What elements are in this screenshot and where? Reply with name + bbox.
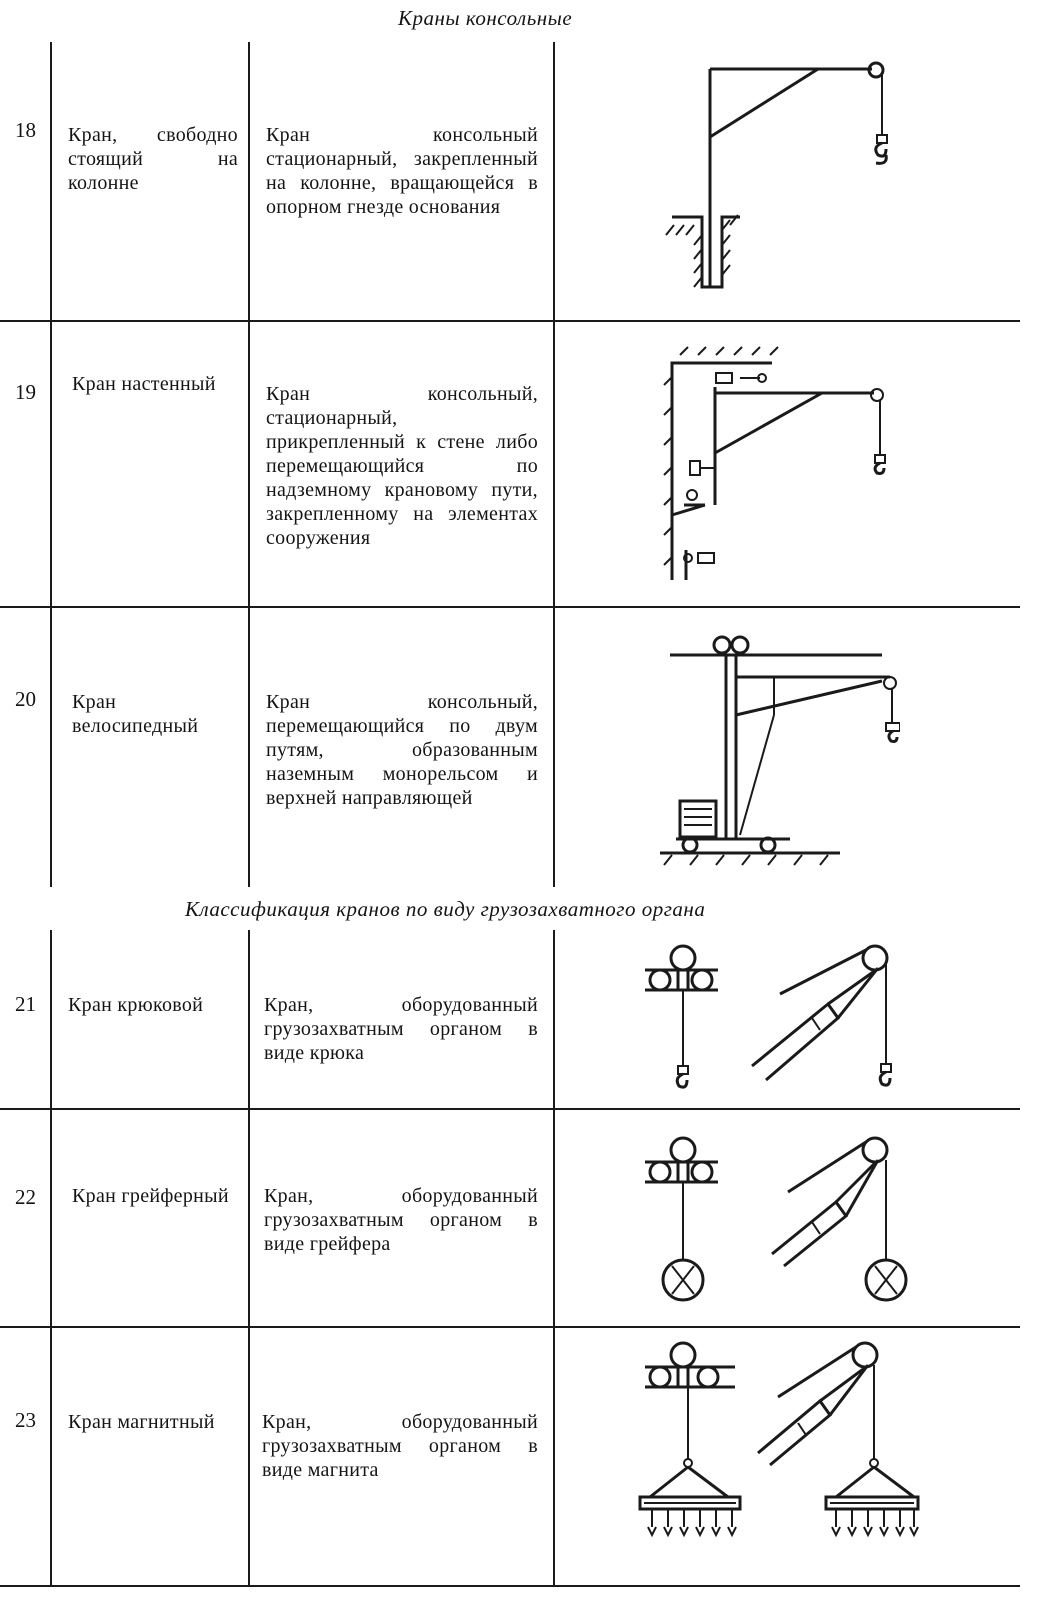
wall-crane-icon [650,345,900,590]
table-divider [553,930,555,1585]
crane-name: Кран грейферный [72,1185,229,1207]
crane-description: Кран, оборудованный грузозахватным орган… [264,994,538,1064]
crane-description: Кран консольный, стационарный, прикрепле… [266,383,538,549]
row-separator [0,1326,1020,1328]
grab-crane-icon [640,1130,910,1310]
section-title-grab-classification: Классификация кранов по виду грузозахват… [185,897,706,921]
crane-description: Кран консольный стационарный, закрепленн… [266,124,538,218]
row-number: 21 [15,992,36,1016]
crane-description: Кран, оборудованный грузозахватным орган… [262,1411,538,1481]
hook-crane-icon [640,938,910,1103]
table-divider [553,42,555,887]
table-divider [248,42,250,887]
table-divider [50,930,52,1585]
row-separator [0,320,1020,322]
crane-name: Кран, свободно стоящий на колонне [68,124,238,194]
crane-name: Кран велосипедный [72,691,199,737]
crane-description: Кран консольный, перемещающийся по двум … [266,691,538,809]
table-divider [50,42,52,887]
row-separator [0,1108,1020,1110]
crane-name: Кран настенный [72,373,216,395]
section-title-console: Краны консольные [398,6,573,30]
column-crane-icon [660,55,910,300]
row-number: 20 [15,687,36,711]
magnet-crane-icon [630,1335,920,1575]
crane-name: Кран крюковой [68,994,204,1016]
table-divider [248,930,250,1585]
crane-description: Кран, оборудованный грузозахватным орган… [264,1185,538,1255]
bicycle-crane-icon [650,625,900,875]
crane-name: Кран магнитный [68,1411,215,1433]
row-separator [0,1585,1020,1587]
row-separator [0,606,1020,608]
row-number: 18 [15,118,36,142]
row-number: 23 [15,1408,36,1432]
row-number: 22 [15,1185,36,1209]
row-number: 19 [15,380,36,404]
